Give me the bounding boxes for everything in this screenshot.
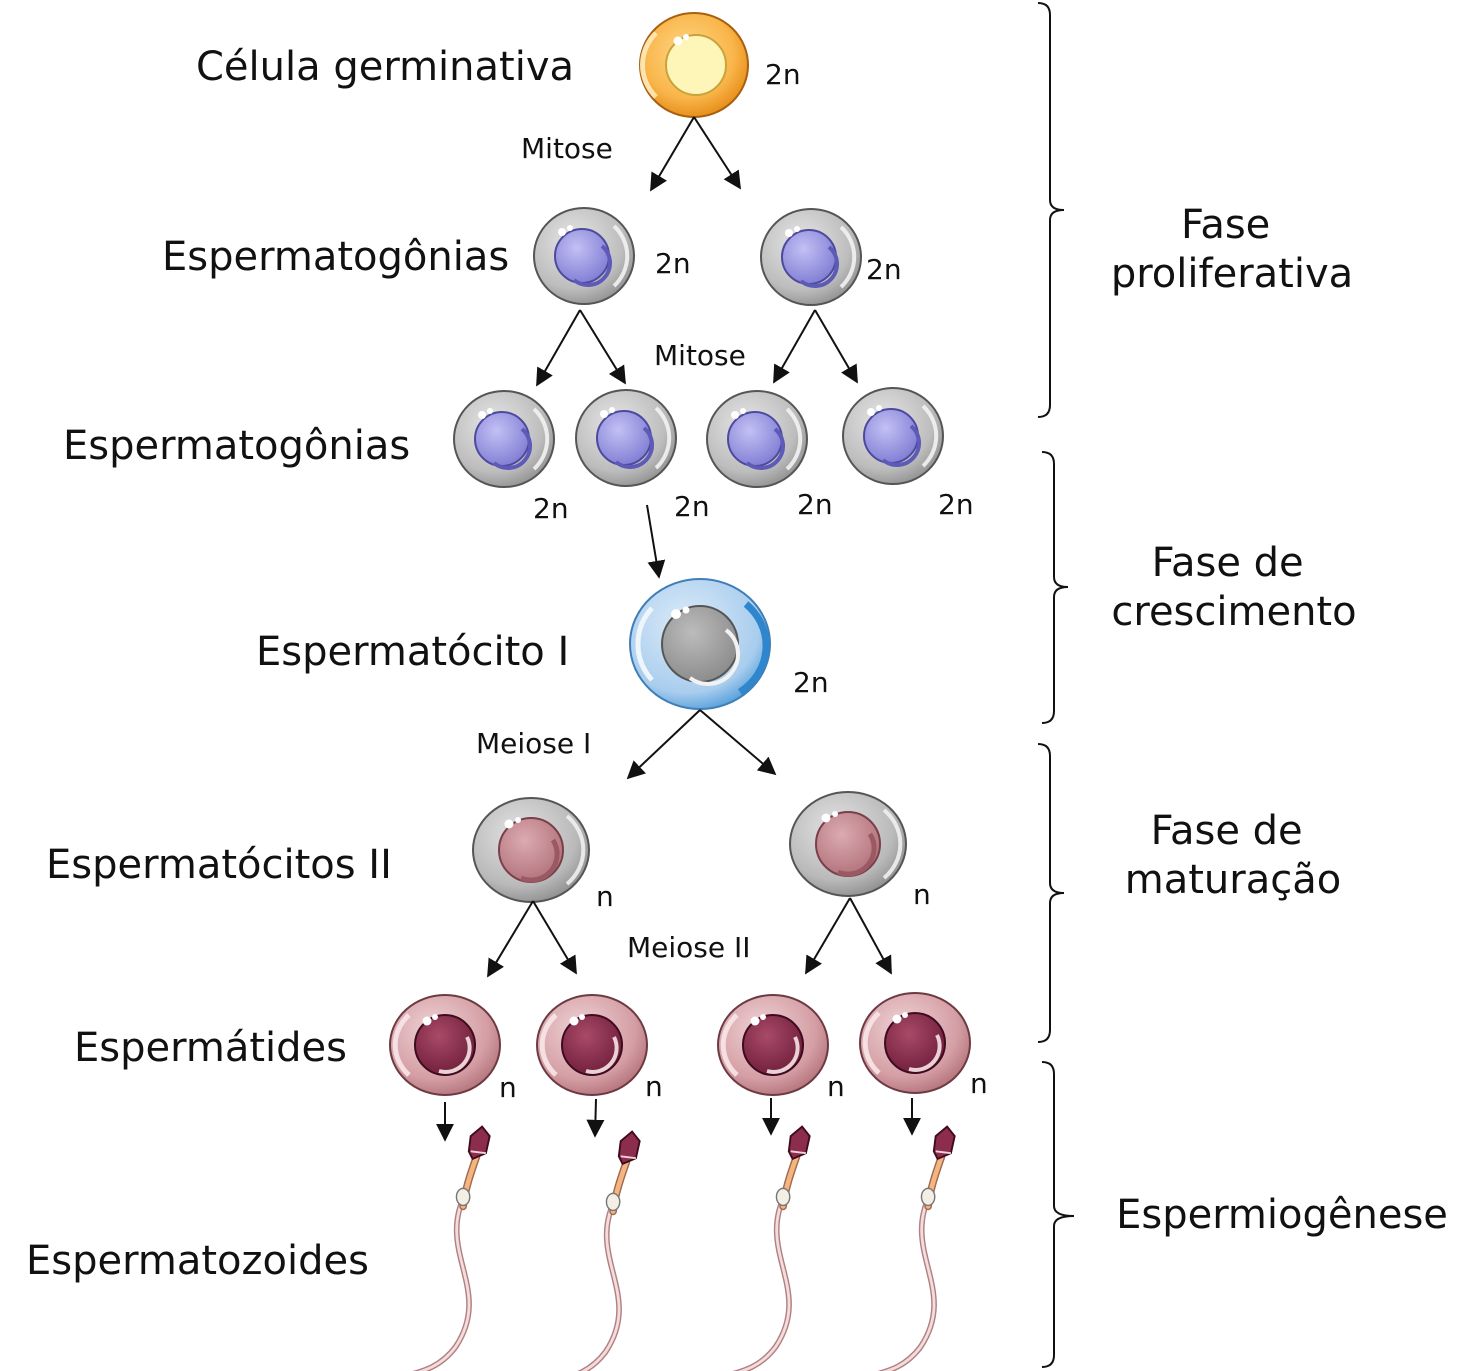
ploidy-label: 2n — [866, 253, 902, 286]
phase-label-growth: Fase de crescimento — [1111, 540, 1356, 635]
spermatocyte-1-cell — [629, 578, 771, 710]
division-arrows — [436, 116, 921, 1142]
ploidy-label: n — [827, 1070, 845, 1103]
label-germ-cell: Célula germinativa — [196, 44, 574, 90]
label-mitosis-2: Mitose — [654, 339, 746, 372]
brace-maturation — [1037, 743, 1065, 1043]
spermatozoon — [351, 1127, 490, 1371]
brace-growth — [1041, 451, 1069, 724]
label-mitosis-1: Mitose — [521, 132, 613, 165]
ploidy-label: n — [499, 1071, 517, 1104]
phase-label-line: maturação — [1125, 857, 1341, 903]
label-spermatocyte-1: Espermatócito I — [256, 629, 569, 675]
ploidy-label: 2n — [793, 666, 829, 699]
spermatogonium-cell — [841, 386, 945, 486]
brace-spermiogenesis — [1041, 1061, 1075, 1368]
label-spermatogonia-2: Espermatogônias — [63, 423, 410, 469]
spermatozoon — [501, 1132, 640, 1371]
phase-label-line: Fase de — [1152, 540, 1304, 586]
phase-label-line: Fase de — [1151, 808, 1303, 854]
label-spermatozoa: Espermatozoides — [26, 1238, 369, 1284]
ploidy-label: n — [645, 1070, 663, 1103]
phase-label-line: proliferativa — [1111, 251, 1353, 297]
germ-cell — [639, 12, 749, 118]
ploidy-label: 2n — [655, 247, 691, 280]
ploidy-label: n — [970, 1067, 988, 1100]
spermatogonium-cell — [532, 206, 636, 306]
spermatogonium-cell — [759, 207, 863, 307]
label-spermatogonia-1: Espermatogônias — [162, 234, 509, 280]
ploidy-label: n — [596, 880, 614, 913]
spermatogonium-cell — [705, 389, 809, 489]
label-spermatocytes-2: Espermatócitos II — [46, 842, 392, 888]
spermatogonium-cell — [452, 389, 556, 489]
brace-proliferative — [1037, 2, 1065, 418]
phase-label-line: Fase — [1181, 202, 1270, 248]
phase-label-line: Espermiogênese — [1116, 1192, 1448, 1238]
spermatid-cell — [390, 995, 500, 1095]
spermatid-cell — [537, 995, 647, 1095]
phase-label-line: crescimento — [1111, 589, 1356, 635]
ploidy-label: 2n — [674, 490, 710, 523]
spermatozoon — [816, 1127, 955, 1371]
label-spermatids: Espermátides — [74, 1025, 347, 1071]
spermatocyte-2-cell — [473, 798, 589, 902]
phase-label-spermiogenesis: Espermiogênese — [1116, 1192, 1448, 1238]
label-meiosis-1: Meiose I — [476, 727, 591, 760]
ploidy-label: 2n — [533, 492, 569, 525]
phase-label-proliferative: Fase proliferativa — [1111, 202, 1353, 297]
ploidy-label: 2n — [938, 488, 974, 521]
label-meiosis-2: Meiose II — [627, 931, 751, 964]
ploidy-label: n — [913, 878, 931, 911]
spermatogonium-cell — [574, 388, 678, 488]
phase-label-maturation: Fase de maturação — [1125, 808, 1341, 903]
spermatocyte-2-cell — [790, 792, 906, 896]
ploidy-label: 2n — [797, 488, 833, 521]
spermatid-cell — [718, 995, 828, 1095]
ploidy-label: 2n — [765, 58, 801, 91]
spermatozoon — [671, 1127, 810, 1371]
spermatid-cell — [860, 993, 970, 1093]
